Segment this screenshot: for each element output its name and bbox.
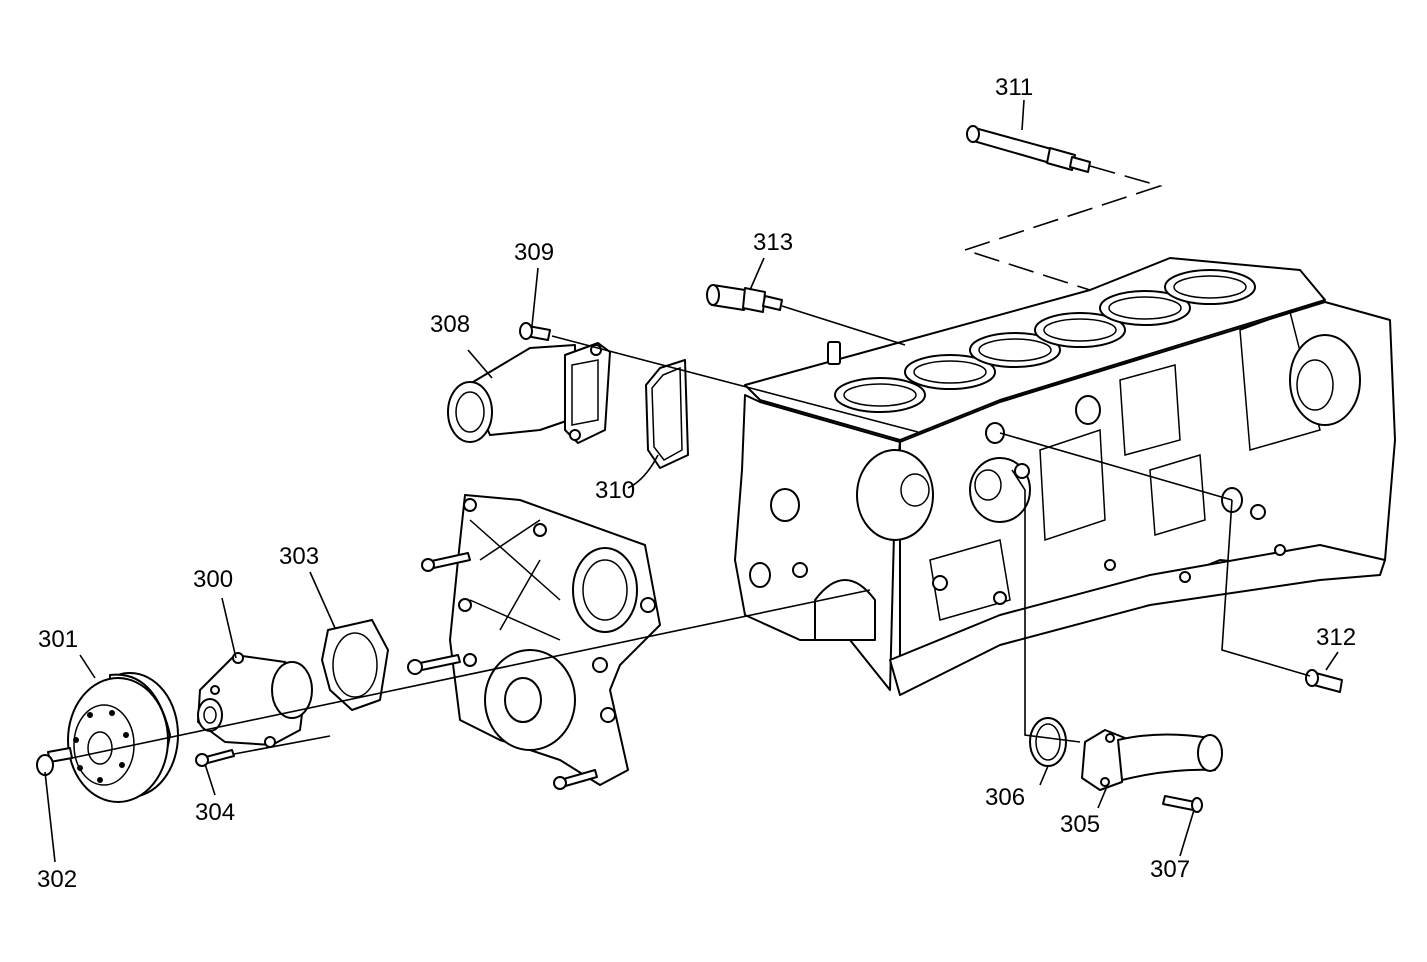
drain-plug-312 — [1305, 669, 1343, 693]
callout-leaders — [44, 99, 1339, 863]
callout-304: 304 — [195, 799, 235, 826]
callout-312: 312 — [1316, 624, 1356, 651]
callout-labels: 311 313 309 308 310 300 303 301 304 302 … — [37, 74, 1356, 893]
callout-308: 308 — [430, 311, 470, 338]
alignment-lines — [71, 165, 1311, 759]
callout-309: 309 — [514, 239, 554, 266]
o-ring-306 — [1029, 717, 1067, 767]
water-outlet-308 — [447, 342, 611, 444]
callout-303: 303 — [279, 543, 319, 570]
callout-306: 306 — [985, 784, 1025, 811]
engine-block — [734, 257, 1396, 696]
water-pump-bolt-304 — [195, 749, 235, 767]
callout-302: 302 — [37, 866, 77, 893]
front-cover-bolt — [407, 654, 461, 675]
pulley-bolt-302 — [36, 747, 73, 776]
callout-300: 300 — [193, 566, 233, 593]
front-cover — [449, 494, 661, 786]
coolant-pipe-305 — [1081, 729, 1223, 791]
sensor-313 — [706, 284, 783, 313]
pulley-301 — [67, 672, 179, 803]
coolant-pipe-311 — [966, 125, 1091, 173]
callout-311: 311 — [995, 74, 1033, 101]
front-cover-bolt — [421, 552, 471, 572]
callout-305: 305 — [1060, 811, 1100, 838]
water-outlet-gasket-310 — [645, 359, 689, 469]
water-pump-300 — [197, 652, 313, 748]
callout-301: 301 — [38, 626, 78, 653]
callout-310: 310 — [595, 477, 635, 504]
callout-307: 307 — [1150, 856, 1190, 883]
callout-313: 313 — [753, 229, 793, 256]
water-pump-gasket-303 — [321, 619, 389, 711]
water-outlet-bolt-309 — [519, 322, 551, 341]
pipe-bolt-307 — [1162, 795, 1203, 813]
front-cover-bolt — [553, 769, 598, 790]
